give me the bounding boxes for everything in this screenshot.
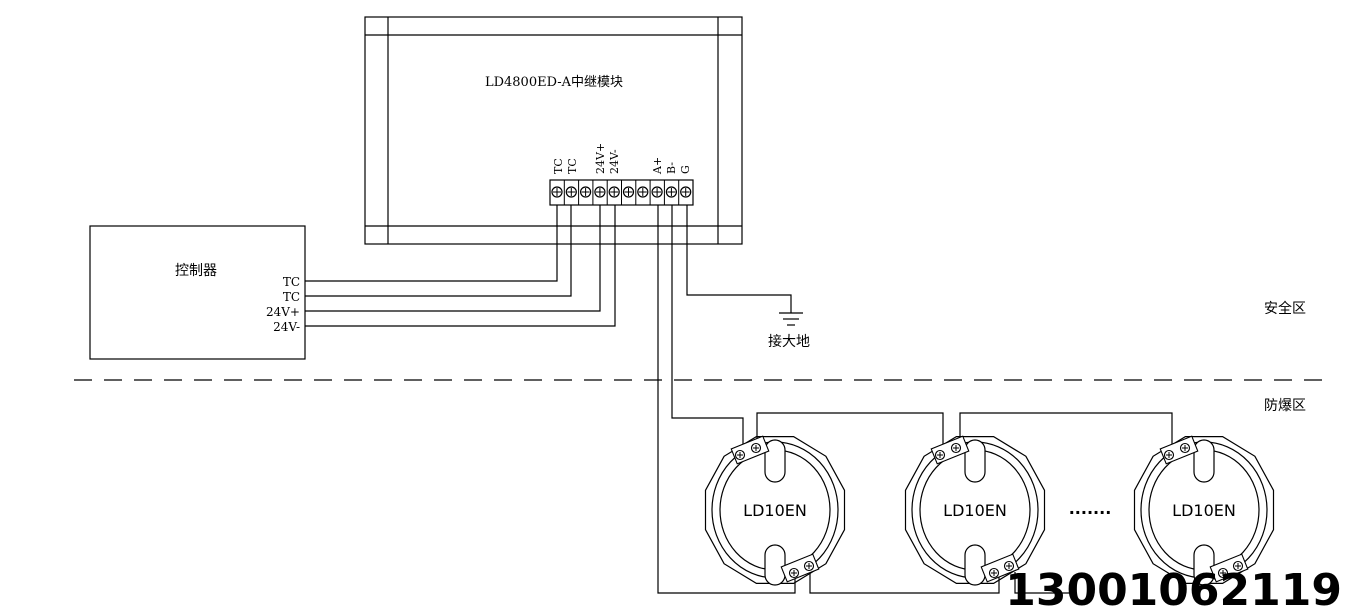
phone-number: 13001062119 <box>1005 565 1342 616</box>
controller-box: 控制器 TC TC 24V+ 24V- <box>89 225 306 360</box>
safe-zone-label: 安全区 <box>1264 300 1306 317</box>
terminal-screw-icon <box>608 186 620 198</box>
detector-ld10en: LD10EN <box>904 435 1046 586</box>
explosion-zone-label: 防爆区 <box>1264 398 1306 414</box>
terminal-label-24v-plus: 24V+ <box>594 143 607 174</box>
screw-icon <box>1217 567 1229 579</box>
detector-group: LD10EN LD10EN LD10EN <box>704 435 1275 586</box>
detector-ld10en: LD10EN <box>704 435 846 586</box>
terminal-screw-icon <box>622 186 635 198</box>
detector-label: LD10EN <box>943 501 1007 520</box>
terminal-label-24v-minus: 24V- <box>608 149 621 174</box>
ground-label: 接大地 <box>768 333 810 350</box>
terminal-screw-icon <box>579 186 592 198</box>
screw-icon <box>1179 442 1191 454</box>
terminal-screw-icon <box>551 186 563 198</box>
terminal-block: TC TC 24V+ 24V- A+ B- G <box>549 143 694 206</box>
screw-icon <box>1003 560 1015 572</box>
terminal-screw-icon <box>594 186 606 198</box>
terminal-label-b-minus: B- <box>665 162 678 174</box>
controller-title: 控制器 <box>175 263 217 279</box>
detector-ld10en: LD10EN <box>1133 435 1275 586</box>
screw-icon <box>803 560 815 572</box>
terminal-label-tc2: TC <box>566 158 579 174</box>
terminal-label-g: G <box>679 165 692 174</box>
controller-terminal-tc1: TC <box>283 275 300 289</box>
screw-icon <box>1232 560 1244 572</box>
terminal-screw-icon <box>565 186 577 198</box>
controller-terminal-24v-plus: 24V+ <box>266 305 300 319</box>
screw-icon <box>1163 449 1175 461</box>
detector-label: LD10EN <box>1172 501 1236 520</box>
relay-module: LD4800ED-A中继模块 <box>364 16 743 245</box>
detector-label: LD10EN <box>743 501 807 520</box>
screw-icon <box>988 567 1000 579</box>
terminal-screw-icon <box>665 186 678 198</box>
terminal-screw-icon <box>680 186 692 198</box>
module-title: LD4800ED-A中继模块 <box>485 75 623 90</box>
ground-symbol <box>686 205 803 326</box>
controller-wiring <box>305 205 616 327</box>
terminal-label-tc1: TC <box>552 158 565 174</box>
detector-ellipsis: ······· <box>1069 503 1112 522</box>
terminal-screw-icon <box>637 186 649 198</box>
screw-icon <box>950 442 962 454</box>
bus-wiring <box>657 205 1173 594</box>
controller-terminal-24v-minus: 24V- <box>273 320 300 334</box>
screw-icon <box>734 449 746 461</box>
screw-icon <box>934 449 946 461</box>
screw-icon <box>788 567 800 579</box>
terminal-label-a-plus: A+ <box>651 157 664 175</box>
terminal-screw-icon <box>651 186 663 198</box>
screw-icon <box>750 442 762 454</box>
controller-terminal-tc2: TC <box>283 290 300 304</box>
